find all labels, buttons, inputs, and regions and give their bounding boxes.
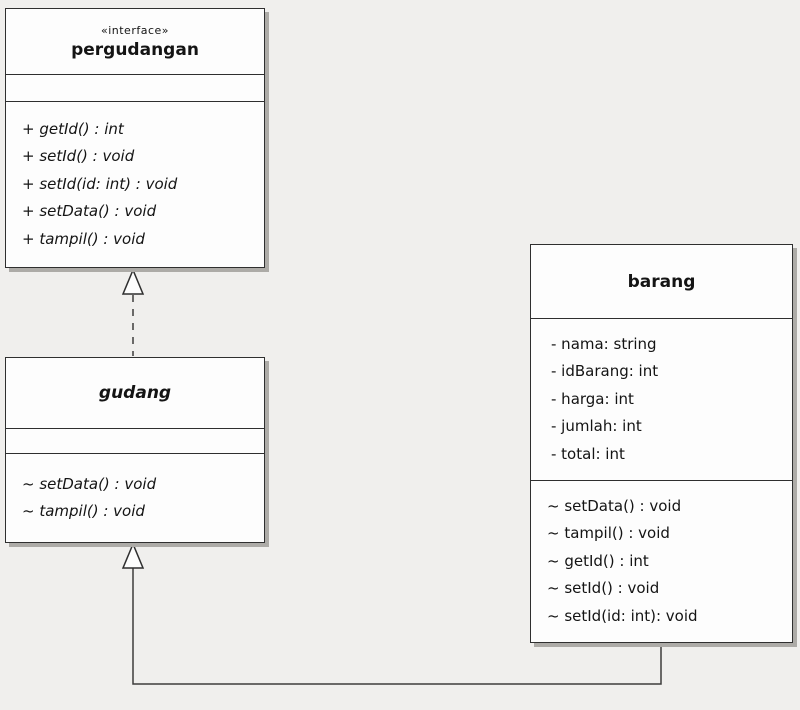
method-item: + tampil() : void [22,229,145,248]
method-item: ~ setId() : void [547,579,660,598]
method-item: ~ getId() : int [547,551,649,570]
pergudangan-methods-compartment: + getId() : int + setId() : void + setId(i… [6,101,264,267]
class-pergudangan: «interface» pergudangan + getId() : int+… [5,8,265,268]
class-gudang: gudang ~ setData() : void ~ tampil() : vo… [5,357,265,543]
attribute-item: - idBarang: int [551,362,659,381]
method-item: ~ setData() : void [22,474,157,493]
method-item: + getId() : int [22,119,124,138]
gudang-title-compartment: gudang [6,358,264,428]
attribute-item: - harga: int [551,389,634,408]
class-barang: barang - nama: string - idBarang: int - ha… [530,244,793,643]
pergudangan-name: pergudangan [71,39,199,60]
gudang-attributes-compartment [6,428,264,453]
barang-name: barang [627,271,696,292]
barang-attributes-compartment: - nama: string - idBarang: int - harga: in… [531,318,792,480]
pergudangan-attributes-compartment [6,74,264,101]
pergudangan-title-compartment: «interface» pergudangan [6,9,264,74]
barang-title-compartment: barang [531,245,792,318]
gudang-methods-compartment: ~ setData() : void ~ tampil() : void [6,453,264,542]
attribute-item: - jumlah: int [551,417,642,436]
barang-methods-compartment: ~ setData() : void ~ tampil() : void ~ get… [531,480,792,642]
method-item: ~ setData() : void [547,496,682,515]
method-item: + setId() : void [22,147,135,166]
attribute-item: - total: int [551,444,625,463]
method-item: + setId(id: int) : void [22,174,178,193]
realization-arrow [121,268,145,356]
method-item: + setData() : void [22,202,157,221]
method-item: ~ tampil() : void [547,524,670,543]
attribute-item: - nama: string [551,334,657,353]
method-item: ~ setId(id: int): void [547,606,698,625]
pergudangan-stereotype: «interface» [100,23,170,37]
method-item: ~ tampil() : void [22,502,145,520]
gudang-name: gudang [98,383,172,403]
